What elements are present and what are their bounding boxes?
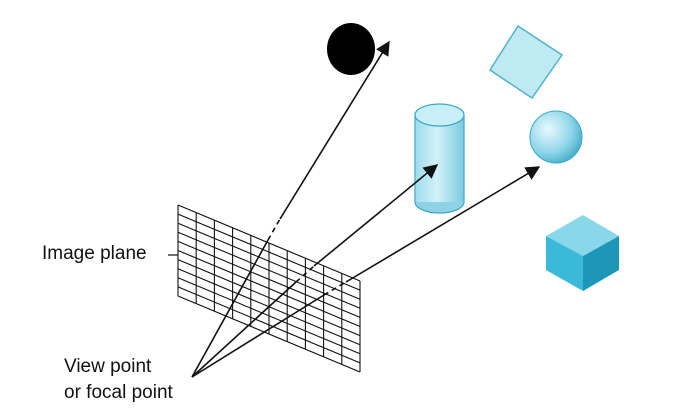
tilted-square — [488, 24, 564, 100]
black-sphere — [327, 23, 375, 75]
viewpoint-label-line1: View point — [64, 356, 152, 377]
sphere — [529, 110, 583, 164]
ray-to-sphere — [191, 294, 325, 378]
cylinder — [414, 103, 465, 214]
image-plane-label: Image plane — [42, 243, 147, 264]
viewpoint-label-line2: or focal point — [64, 382, 173, 403]
ray-to-cylinder — [191, 281, 297, 378]
rays — [191, 40, 541, 378]
ray-to-black-sphere — [191, 239, 269, 378]
image-plane-grid — [177, 204, 361, 373]
cube — [546, 215, 619, 291]
